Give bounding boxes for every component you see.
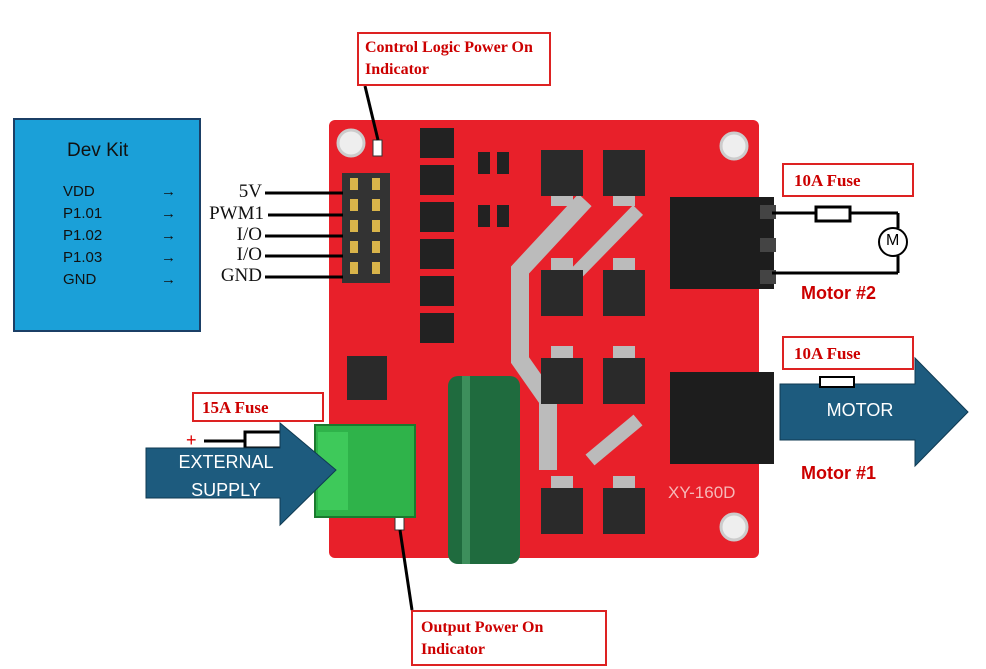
mount-hole	[336, 128, 366, 158]
capacitor	[448, 376, 520, 564]
dev-kit-pin-p101: P1.01 →	[63, 205, 183, 222]
pin-header	[342, 173, 390, 283]
motor-symbol-letter: M	[886, 232, 900, 249]
arrow-right-icon: →	[161, 271, 176, 288]
mosfet-q12	[541, 488, 583, 534]
opto-chip	[420, 165, 454, 195]
opto-chip	[420, 239, 454, 269]
mosfet-q16	[603, 488, 645, 534]
dev-kit-title: Dev Kit	[67, 140, 129, 161]
motor2-connector	[670, 197, 774, 289]
mosfet-q15	[603, 358, 645, 404]
mount-hole	[719, 512, 749, 542]
copper-trace	[585, 414, 643, 466]
fuse-15a-wiring	[204, 430, 283, 450]
optocoupler-chips	[420, 128, 454, 343]
header-pin-io1: I/O	[236, 224, 262, 245]
motor1-connector	[670, 372, 774, 464]
pin-name: P1.03	[63, 249, 103, 266]
output-power-callout: Output Power On Indicator	[411, 610, 607, 666]
mount-hole	[719, 131, 749, 161]
header-pin-io2: I/O	[236, 244, 262, 265]
motor1-label: Motor #1	[801, 463, 877, 483]
header-base	[342, 173, 390, 283]
motor-arrow-label: MOTOR	[826, 400, 894, 420]
motor2-label: Motor #2	[801, 283, 877, 303]
pin-name: GND	[63, 271, 97, 288]
header-pin-pwm1: PWM1	[209, 203, 264, 224]
callout-pointer	[398, 529, 414, 611]
arrow-right-icon: →	[161, 183, 176, 200]
motor2-wiring	[772, 205, 900, 275]
fuse-15a-callout: 15A Fuse	[192, 392, 324, 422]
board-model-text: XY-160D	[668, 483, 735, 502]
dev-kit-pin-gnd: GND →	[63, 271, 183, 288]
arrow-right-icon: →	[161, 227, 176, 244]
opto-chip	[420, 202, 454, 232]
arrow-right-icon: →	[161, 249, 176, 266]
header-pin-5v: 5V	[238, 181, 262, 202]
fuse-10a-top-callout: 10A Fuse	[782, 163, 914, 197]
opto-chip	[420, 313, 454, 343]
control-logic-callout: Control Logic Power On Indicator	[357, 32, 551, 86]
callout-pointer	[363, 85, 380, 141]
mosfets	[347, 150, 645, 534]
mosfet-q9	[541, 150, 583, 196]
opto-chip	[420, 128, 454, 158]
header-pin-gnd: GND	[220, 265, 262, 286]
pin-name: P1.02	[63, 227, 103, 244]
motor-symbol	[878, 227, 908, 257]
arrow-right-icon: →	[161, 205, 176, 222]
fuse-10a-bottom-body	[819, 376, 855, 388]
dev-kit-pin-p103: P1.03 →	[63, 249, 183, 266]
ds1-led	[372, 139, 383, 157]
mosfet-q13	[603, 150, 645, 196]
dev-kit-pin-vdd: VDD →	[63, 183, 183, 200]
pin-name: P1.01	[63, 205, 103, 222]
dev-kit-pin-p102: P1.02 →	[63, 227, 183, 244]
opto-chip	[420, 276, 454, 306]
dev-kit-box: Dev Kit VDD → P1.01 → P1.02 → P1.03 → GND →	[13, 118, 201, 332]
copper-trace	[511, 193, 592, 470]
external-supply-arrow	[145, 421, 337, 527]
mosfet-q10	[541, 270, 583, 316]
fuse-10a-bottom-callout: 10A Fuse	[782, 336, 914, 370]
diodes	[478, 152, 509, 227]
pin-name: VDD	[63, 183, 95, 200]
plus-sign: +	[186, 430, 197, 450]
mosfet-q7	[347, 356, 387, 400]
pin-wires	[265, 191, 343, 279]
external-supply-label: EXTERNAL SUPPLY	[178, 452, 274, 500]
mosfet-q11	[541, 358, 583, 404]
mosfet-q14	[603, 270, 645, 316]
